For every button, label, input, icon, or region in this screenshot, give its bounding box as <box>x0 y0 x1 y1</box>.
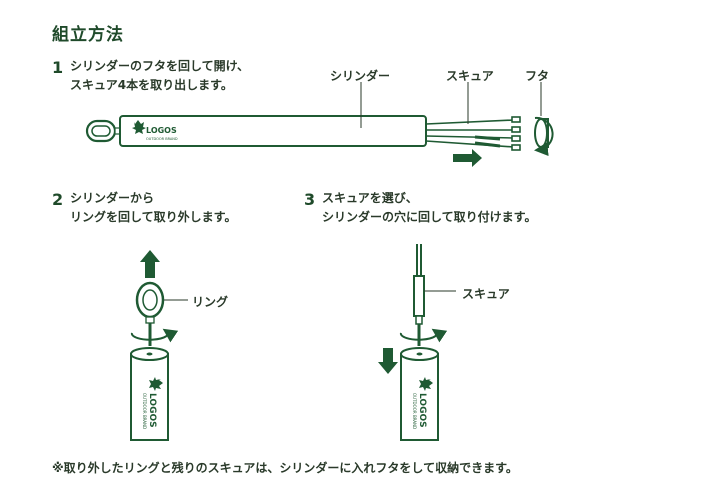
pull-arrow-icon <box>453 149 482 167</box>
skewer-label-step-3: スキュア <box>462 287 510 301</box>
removable-ring <box>135 281 165 346</box>
brand-name: LOGOS <box>147 393 157 428</box>
step-3-illustration: LOGOS OUTDOOR BRAND <box>378 244 456 441</box>
step-2-line-2: リングを回して取り外します。 <box>70 210 237 224</box>
hanging-ring <box>85 119 122 143</box>
step-2-number: 2 <box>52 190 64 209</box>
brand-name: LOGOS <box>146 126 177 135</box>
cylinder-body <box>119 115 427 147</box>
skewers-bundle <box>425 116 521 151</box>
skewer <box>413 244 425 346</box>
brand-tagline: OUTDOOR BRAND <box>412 393 417 429</box>
step-1-number: 1 <box>52 58 64 77</box>
storage-note: ※取り外したリングと残りのスキュアは、シリンダーに入れフタをして収納できます。 <box>52 461 518 475</box>
step-1-line-1: シリンダーのフタを回して開け、 <box>70 59 250 73</box>
step-3-number: 3 <box>304 190 316 209</box>
brand-tagline: OUTDOOR BRAND <box>146 137 178 141</box>
ring-label: リング <box>192 295 229 309</box>
step-2-illustration: LOGOS OUTDOOR BRAND <box>130 250 188 441</box>
skewer-label: スキュア <box>446 69 494 83</box>
step-2-line-1: シリンダーから <box>70 191 155 205</box>
cylinder-vertical: LOGOS OUTDOOR BRAND <box>400 347 439 441</box>
logos-logo: LOGOS OUTDOOR BRAND <box>132 120 178 141</box>
cap <box>534 116 554 157</box>
step-2-instructions: シリンダーから リングを回して取り外します。 <box>70 189 236 227</box>
cap-label: フタ <box>525 69 550 83</box>
step-1-instructions: シリンダーのフタを回して開け、 スキュア4本を取り出します。 <box>70 57 249 95</box>
brand-name: LOGOS <box>417 393 427 428</box>
down-arrow-icon <box>378 348 398 374</box>
logos-logo: LOGOS OUTDOOR BRAND <box>412 377 433 429</box>
step-3-line-1: スキュアを選び、 <box>322 191 418 205</box>
cylinder-vertical: LOGOS OUTDOOR BRAND <box>130 347 169 441</box>
rotate-arrow-icon <box>534 116 554 157</box>
brand-tagline: OUTDOOR BRAND <box>142 393 147 429</box>
rotate-arrow-icon <box>399 328 448 343</box>
step-3-line-2: シリンダーの穴に回して取り付けます。 <box>322 210 537 224</box>
cylinder-label: シリンダー <box>330 69 391 83</box>
step-1-illustration: LOGOS OUTDOOR BRAND <box>85 82 554 167</box>
up-arrow-icon <box>140 250 160 278</box>
step-1-line-2: スキュア4本を取り出します。 <box>70 78 233 92</box>
rotate-arrow-icon <box>130 328 179 343</box>
page-title: 組立方法 <box>52 25 124 45</box>
logos-logo: LOGOS OUTDOOR BRAND <box>142 377 163 429</box>
step-3-instructions: スキュアを選び、 シリンダーの穴に回して取り付けます。 <box>322 189 536 227</box>
